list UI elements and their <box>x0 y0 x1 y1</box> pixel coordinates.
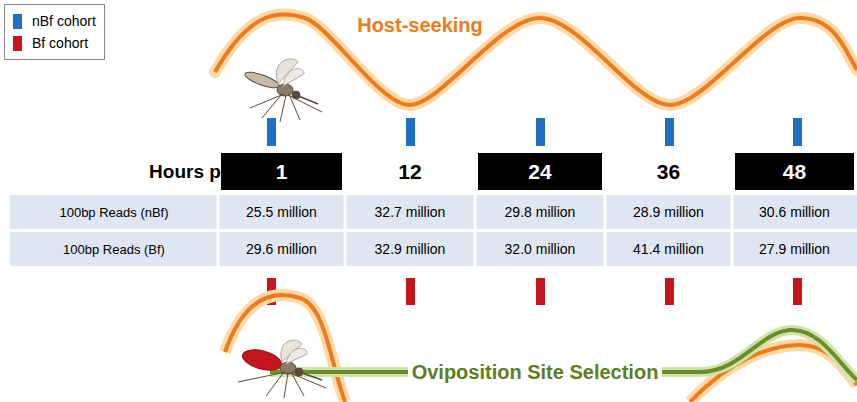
table-cell: 29.8 million <box>475 195 605 229</box>
table-cell-text: 29.6 million <box>246 241 317 257</box>
hour-label: 12 <box>398 160 421 184</box>
hour-label: 48 <box>783 160 806 184</box>
legend-row: nBf cohort <box>13 10 96 32</box>
nbf-markers <box>267 118 802 146</box>
table-rows <box>10 195 857 266</box>
table-cell-text: 25.5 million <box>246 204 317 220</box>
table-cell-text: 28.9 million <box>633 204 704 220</box>
bf-markers <box>267 278 802 305</box>
table-cell-text: 32.9 million <box>375 241 446 257</box>
table-cell: 29.6 million <box>218 232 345 266</box>
phase-label-text: Host-seeking <box>353 14 487 37</box>
table-cell: 32.0 million <box>475 232 605 266</box>
row-heading: 100bp Reads (Bf) <box>10 232 218 266</box>
hour-cell: 36 <box>608 153 729 190</box>
table-cell: 41.4 million <box>605 232 732 266</box>
hour-label: 24 <box>528 160 551 184</box>
legend-swatch <box>13 36 22 51</box>
host-seeking-wave <box>215 14 857 105</box>
hour-cell: 48 <box>735 153 854 190</box>
hour-cell: 12 <box>348 153 472 190</box>
row-heading: Hours pBf <box>125 153 265 190</box>
phase-label: Oviposition Site Selection <box>390 358 680 386</box>
table-cell-text: 29.8 million <box>505 204 576 220</box>
legend-text: nBf cohort <box>32 13 96 29</box>
row-heading-text: 100bp Reads (nBf) <box>59 205 168 220</box>
legend-row: Bf cohort <box>13 32 96 54</box>
hour-label: 1 <box>276 160 288 184</box>
table-cell-text: 30.6 million <box>759 204 830 220</box>
table-cell: 27.9 million <box>732 232 857 266</box>
hour-cell: 24 <box>478 153 602 190</box>
wave-glow <box>225 295 345 402</box>
phase-label-text: Oviposition Site Selection <box>408 361 663 384</box>
legend-text: Bf cohort <box>32 35 88 51</box>
table-cell: 30.6 million <box>732 195 857 229</box>
row-heading: 100bp Reads (nBf) <box>10 195 218 229</box>
mosquito-icon <box>243 59 322 122</box>
legend-swatch <box>13 14 22 29</box>
hour-label: 36 <box>657 160 680 184</box>
table-cell: 32.9 million <box>345 232 475 266</box>
table-cell: 28.9 million <box>605 195 732 229</box>
table-cell-text: 41.4 million <box>633 241 704 257</box>
table-cell: 25.5 million <box>218 195 345 229</box>
row-heading-text: Hours pBf <box>149 161 241 183</box>
wave-glow <box>215 14 857 105</box>
table-cell-text: 32.7 million <box>375 204 446 220</box>
table-cell: 32.7 million <box>345 195 475 229</box>
phase-label: Host-seeking <box>335 10 505 40</box>
blood-fed-mosquito-icon <box>238 340 326 398</box>
legend-box: nBf cohort Bf cohort <box>4 4 105 60</box>
table-cell-text: 27.9 million <box>759 241 830 257</box>
table-cell-text: 32.0 million <box>505 241 576 257</box>
host-seeking-wave <box>225 295 345 402</box>
row-heading-text: 100bp Reads (Bf) <box>63 242 165 257</box>
